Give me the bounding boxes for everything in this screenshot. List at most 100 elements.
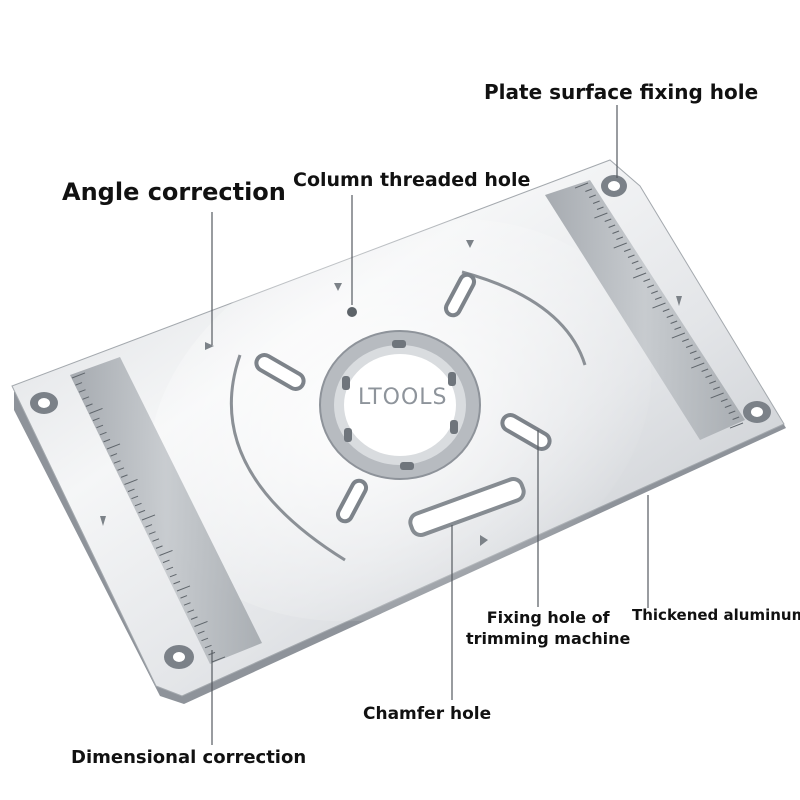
ruler-tick (124, 478, 138, 485)
ruler-tick (720, 398, 728, 402)
callout-fixing-hole: Fixing hole of trimming machine (466, 607, 630, 649)
ruler-tick (643, 278, 651, 282)
ruler-tick (148, 531, 156, 535)
ruler-tick (604, 218, 612, 222)
ruler-tick (89, 407, 103, 414)
ruler-tick (685, 344, 693, 348)
ruler-tick (145, 524, 153, 528)
angle-arc-right (461, 270, 587, 366)
ruler-tick (670, 320, 678, 324)
ruler-tick (666, 314, 674, 318)
corner-hole-right (743, 401, 771, 423)
ruler-tick (71, 372, 86, 379)
ruler-tick (134, 502, 142, 507)
ruler-tick (201, 637, 209, 642)
ruler-tick (632, 272, 647, 279)
angle-arc-left (229, 354, 346, 562)
ruler-tick (589, 194, 596, 198)
ruler-tick (729, 422, 744, 429)
ruler-tick (162, 559, 170, 564)
ruler-left (70, 357, 262, 664)
ruler-tick (127, 488, 135, 493)
ruler-tick (120, 474, 128, 478)
ruler-tick (693, 356, 701, 360)
ruler-tick (647, 284, 655, 288)
ruler-tick (204, 644, 212, 649)
alignment-marks (100, 240, 682, 546)
ruler-tick (96, 424, 104, 429)
ruler-right-ticks (574, 182, 744, 429)
ruler-tick (180, 595, 188, 599)
ruler-tick (654, 296, 662, 300)
brand-logo: LTOOLS (358, 385, 448, 410)
callout-thickened-aluminum: Thickened aluminum (632, 606, 800, 624)
ruler-tick (113, 460, 121, 464)
ruler-tick (166, 566, 174, 571)
ruler-tick (613, 242, 627, 249)
ruler-tick (701, 368, 709, 372)
column-threaded-hole (347, 307, 357, 317)
ruler-tick (631, 260, 639, 264)
ruler-tick (155, 545, 163, 549)
ruler-tick (173, 580, 181, 585)
ruler-tick (138, 509, 146, 514)
ruler-tick (713, 386, 720, 390)
ruler-tick (585, 188, 593, 192)
callout-fixing-hole-line2: trimming machine (466, 629, 631, 648)
callout-dimensional-correction: Dimensional correction (71, 747, 307, 768)
ruler-tick (623, 248, 631, 252)
ruler-left-ticks (71, 372, 226, 663)
ruler-right (545, 180, 745, 440)
ruler-tick (627, 254, 635, 258)
corner-hole-top-right (601, 175, 627, 197)
ruler-tick (682, 338, 689, 342)
callout-angle-correction: Angle correction (62, 178, 286, 206)
ruler-tick (691, 362, 705, 369)
ruler-tick (652, 302, 666, 309)
ruler-tick (169, 573, 177, 578)
ruler-tick (131, 495, 139, 500)
ruler-tick (106, 443, 121, 450)
ruler-tick (732, 416, 740, 420)
ruler-tick (75, 382, 83, 386)
ruler-tick (689, 350, 697, 354)
ruler-tick (197, 630, 205, 635)
ruler-tick (141, 514, 156, 521)
ruler-tick (612, 230, 620, 234)
ruler-tick (92, 417, 100, 422)
callout-fixing-hole-line1: Fixing hole of (486, 608, 610, 627)
corner-hole-left (30, 392, 58, 414)
ruler-tick (592, 200, 600, 204)
ruler-tick (190, 616, 198, 620)
ruler-tick (194, 620, 208, 627)
ruler-tick (596, 206, 604, 210)
ruler-tick (152, 538, 160, 542)
corner-hole-bottom-left (164, 645, 194, 669)
ruler-tick (85, 403, 93, 407)
ruler-tick (110, 453, 118, 457)
ruler-tick (674, 326, 682, 330)
ruler-tick (709, 380, 717, 384)
ruler-tick (176, 585, 191, 592)
ruler-tick (103, 438, 111, 443)
ruler-tick (574, 182, 589, 189)
ruler-tick (705, 374, 713, 378)
ruler-tick (616, 236, 624, 240)
ruler-tick (710, 392, 724, 399)
ruler-tick (662, 308, 670, 312)
ruler-tick (671, 332, 686, 339)
ruler-tick (99, 431, 107, 436)
ruler-tick (159, 549, 173, 556)
center-opening (319, 330, 481, 480)
ruler-tick (724, 404, 732, 408)
ruler-tick (82, 396, 90, 400)
ruler-tick (651, 290, 658, 294)
ruler-tick (78, 389, 86, 393)
ruler-tick (635, 266, 643, 270)
ruler-tick (187, 609, 195, 613)
ruler-tick (211, 656, 226, 663)
leader-lines (211, 105, 649, 745)
callout-chamfer-hole: Chamfer hole (363, 704, 492, 724)
chamfer-hole (408, 477, 526, 537)
